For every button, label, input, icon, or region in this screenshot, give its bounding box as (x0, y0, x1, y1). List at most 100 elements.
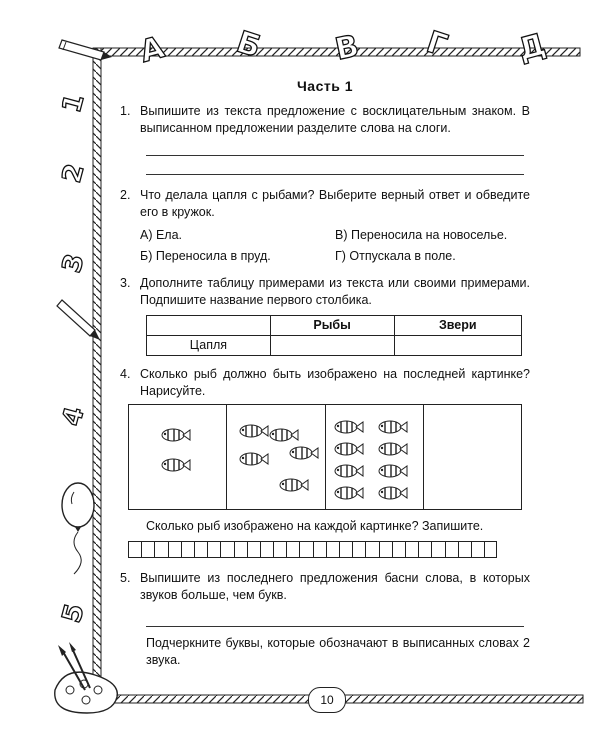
grid-cell[interactable] (457, 541, 471, 558)
letter-v: В (332, 29, 362, 68)
paint-palette-icon (54, 642, 119, 714)
grid-cell[interactable] (299, 541, 313, 558)
grid-cell[interactable] (141, 541, 155, 558)
grid-cell[interactable] (286, 541, 300, 558)
task-text: Что делала цапля с рыбами? Выберите верн… (140, 188, 530, 219)
task-number: 1. (120, 104, 131, 118)
grid-cell[interactable] (273, 541, 287, 558)
digit-4: 4 (57, 404, 91, 429)
fish-icon (267, 427, 299, 443)
answer-line[interactable] (146, 608, 524, 627)
pencil-icon (58, 39, 112, 61)
balloon-icon (61, 482, 95, 575)
left-border (92, 47, 102, 704)
digit-2: 2 (57, 161, 91, 186)
picture-1 (129, 405, 228, 509)
fish-icon (376, 463, 408, 479)
picture-3 (326, 405, 424, 509)
grid-cell[interactable] (484, 541, 498, 558)
picture-2 (227, 405, 326, 509)
fish-icon (332, 463, 364, 479)
grid-cell[interactable] (418, 541, 432, 558)
grid-cell[interactable] (470, 541, 485, 558)
letter-g: Г (422, 25, 451, 64)
grid-cell[interactable] (233, 541, 247, 558)
part-title: Часть 1 (296, 78, 354, 94)
task-3: 3. Дополните таблицу примерами из текста… (120, 275, 530, 309)
grid-cell[interactable] (391, 541, 405, 558)
fish-icon (287, 445, 319, 461)
fish-icon (376, 441, 408, 457)
grid-cell[interactable] (246, 541, 260, 558)
letter-d: Д (514, 27, 549, 68)
answer-grid[interactable] (128, 541, 530, 558)
grid-cell[interactable] (259, 541, 274, 558)
grid-cell[interactable] (128, 541, 142, 558)
fish-icon (237, 423, 269, 439)
fish-icon (332, 485, 364, 501)
digit-1: 1 (57, 91, 91, 116)
grid-cell[interactable] (431, 541, 445, 558)
task-text: Выпишите из текста предложение с восклиц… (140, 104, 530, 135)
examples-table: Рыбы Звери Цапля (146, 315, 522, 356)
grid-cell[interactable] (154, 541, 168, 558)
table-header-animals: Звери (393, 315, 522, 336)
task-text: Сколько рыб должно быть изображено на по… (140, 367, 530, 398)
option-a[interactable]: А) Ела. (140, 228, 183, 242)
fish-icon (237, 451, 269, 467)
task-4-followup: Сколько рыб изображено на каждой картинк… (146, 519, 484, 533)
fish-icon (332, 441, 364, 457)
option-g[interactable]: Г) Отпускала в поле. (335, 249, 456, 263)
fish-icon (376, 485, 408, 501)
fish-pictures (128, 404, 522, 510)
task-5: 5. Выпишите из последнего предложения ба… (120, 570, 530, 604)
worksheet-content: Часть 1 1. Выпишите из текста предложени… (120, 78, 530, 669)
task-text: Выпишите из последнего предложения басни… (140, 571, 530, 602)
page-number: 10 (308, 687, 346, 713)
answer-line[interactable] (146, 137, 524, 156)
table-header-fish: Рыбы (269, 315, 395, 336)
task-number: 4. (120, 367, 131, 381)
option-v[interactable]: В) Переносила на новоселье. (335, 228, 508, 242)
task-2: 2. Что делала цапля с рыбами? Выберите в… (120, 187, 530, 221)
option-b[interactable]: Б) Переносила в пруд. (140, 249, 271, 263)
task-text: Дополните таблицу примерами из текста ил… (140, 276, 530, 307)
fish-icon (376, 419, 408, 435)
grid-cell[interactable] (312, 541, 326, 558)
grid-cell[interactable] (180, 541, 194, 558)
task-4: 4. Сколько рыб должно быть изображено на… (120, 366, 530, 400)
grid-cell[interactable] (404, 541, 419, 558)
fish-icon (277, 477, 309, 493)
digit-5: 5 (57, 601, 91, 626)
letter-a: А (136, 30, 168, 70)
grid-cell[interactable] (193, 541, 208, 558)
grid-cell[interactable] (339, 541, 353, 558)
table-cell[interactable] (393, 335, 522, 356)
grid-cell[interactable] (378, 541, 392, 558)
answer-line[interactable] (146, 156, 524, 175)
task-1: 1. Выпишите из текста предложение с воск… (120, 103, 530, 137)
grid-cell[interactable] (444, 541, 458, 558)
grid-cell[interactable] (207, 541, 221, 558)
fish-icon (332, 419, 364, 435)
table-row-label: Цапля (146, 335, 271, 356)
table-header-empty[interactable] (146, 315, 271, 336)
fish-icon (159, 457, 191, 473)
answer-options: А) Ела. В) Переносила на новоселье. Б) П… (140, 227, 530, 265)
task-number: 2. (120, 188, 131, 202)
task-number: 5. (120, 571, 131, 585)
letter-b: Б (232, 25, 265, 65)
fish-icon (159, 427, 191, 443)
grid-cell[interactable] (352, 541, 366, 558)
grid-cell[interactable] (167, 541, 181, 558)
grid-cell[interactable] (220, 541, 234, 558)
task-number: 3. (120, 276, 131, 290)
side-pencil-icon (56, 299, 100, 340)
digit-3: 3 (57, 251, 91, 276)
picture-4-empty[interactable] (424, 405, 521, 509)
task-5-followup: Подчеркните буквы, которые обозначают в … (146, 636, 530, 667)
table-cell[interactable] (269, 335, 395, 356)
grid-cell[interactable] (325, 541, 339, 558)
grid-cell[interactable] (365, 541, 379, 558)
